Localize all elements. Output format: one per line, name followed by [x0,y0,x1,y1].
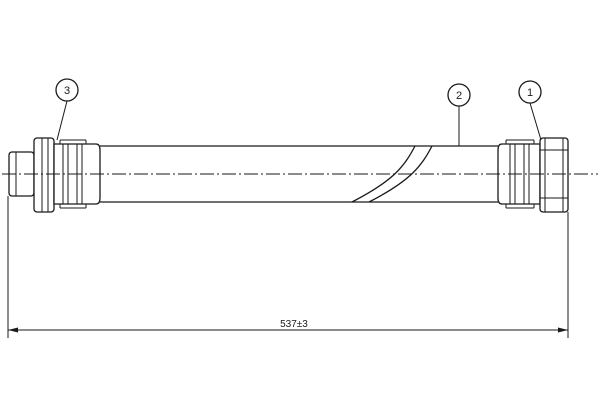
right-fitting [497,137,569,213]
callout-3-label: 3 [64,85,70,97]
callout-1-label: 1 [527,87,533,99]
callout-3: 3 [55,78,79,141]
callout-1: 1 [518,80,542,141]
callout-2-label: 2 [456,90,462,102]
left-fitting [8,137,101,213]
dimension-lines [7,196,569,338]
callout-2: 2 [447,83,471,146]
dimension-label: 537±3 [280,319,308,330]
hose-body [100,145,498,203]
